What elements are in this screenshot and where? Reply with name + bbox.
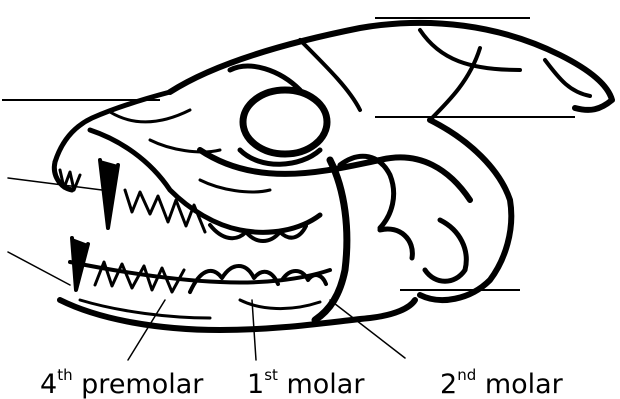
label-1st-molar: 1st molar: [247, 363, 364, 399]
snout-top: [55, 92, 170, 162]
leader-line-premolar: [128, 300, 165, 360]
mandible-texture: [80, 300, 320, 318]
upper-canine: [100, 160, 118, 228]
tympanic-bulla: [425, 220, 466, 281]
lower-carnassial: [190, 266, 278, 292]
label-2nd-molar: 2nd molar: [440, 363, 563, 399]
cranium-texture: [300, 30, 590, 120]
leader-line-lower-left: [8, 252, 70, 285]
leader-line-molar2: [330, 300, 405, 358]
mandible-ramus: [315, 160, 347, 320]
mandibular-condyle: [380, 229, 412, 258]
label-4th-premolar: 4th premolar: [40, 363, 203, 399]
upper-teeth-row: [125, 190, 205, 232]
orbit: [243, 90, 327, 154]
